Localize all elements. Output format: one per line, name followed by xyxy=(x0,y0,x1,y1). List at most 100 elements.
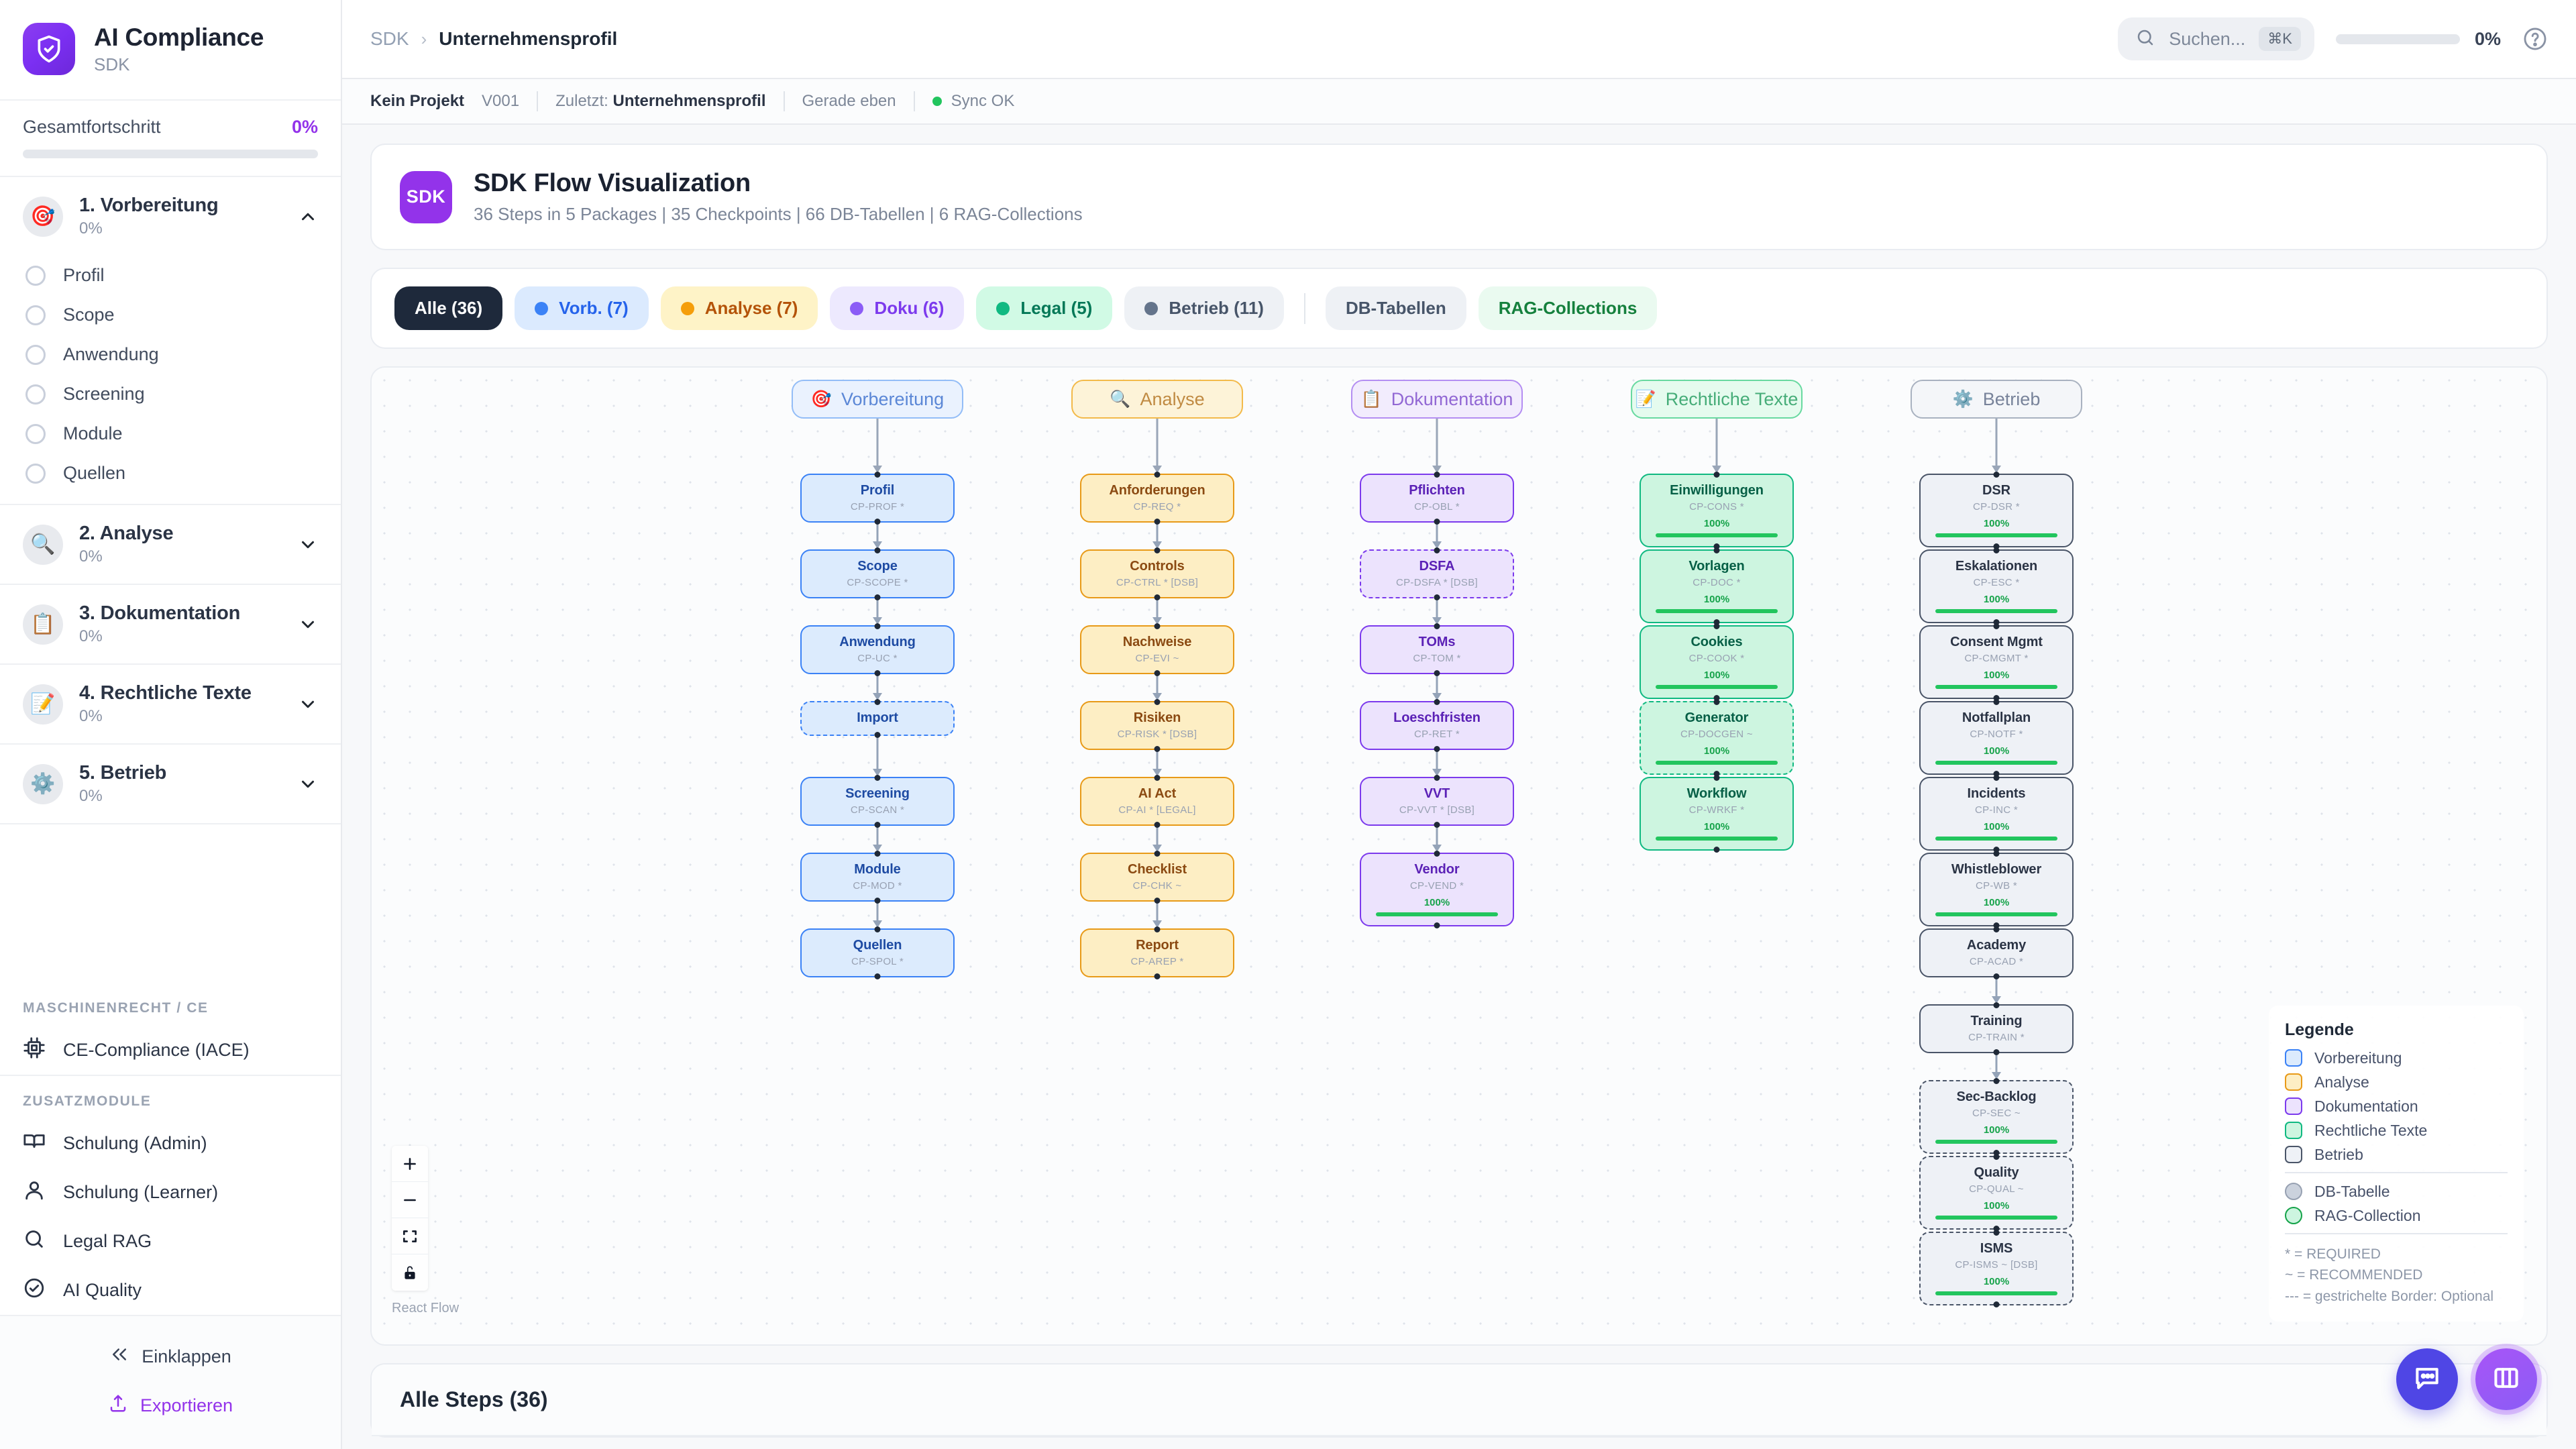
node-handle-bottom[interactable] xyxy=(1154,822,1161,828)
node-handle-bottom[interactable] xyxy=(874,822,881,828)
chevron-down-icon[interactable] xyxy=(298,774,318,794)
node-handle-top[interactable] xyxy=(1713,623,1720,629)
flow-group-header[interactable]: 📋Dokumentation xyxy=(1351,380,1523,419)
node-handle-top[interactable] xyxy=(1434,699,1440,705)
node-handle-top[interactable] xyxy=(1154,775,1161,781)
chevron-down-icon[interactable] xyxy=(298,694,318,714)
node-handle-top[interactable] xyxy=(874,547,881,553)
flow-node[interactable]: Import xyxy=(800,699,955,738)
node-handle-bottom[interactable] xyxy=(874,898,881,904)
node-handle-bottom[interactable] xyxy=(1993,1150,2000,1156)
node-handle-bottom[interactable] xyxy=(1434,670,1440,676)
node-handle-bottom[interactable] xyxy=(1993,619,2000,625)
node-handle-bottom[interactable] xyxy=(1993,695,2000,701)
node-handle-bottom[interactable] xyxy=(1154,898,1161,904)
node-handle-bottom[interactable] xyxy=(874,519,881,525)
export-button[interactable]: Exportieren xyxy=(0,1381,341,1430)
node-handle-top[interactable] xyxy=(1434,623,1440,629)
flow-group-header[interactable]: 🔍Analyse xyxy=(1071,380,1243,419)
step-status-radio[interactable] xyxy=(25,384,46,405)
node-handle-top[interactable] xyxy=(874,472,881,478)
sidebar-step-scope[interactable]: Scope xyxy=(0,295,341,335)
sidebar-item-legal-rag[interactable]: Legal RAG xyxy=(0,1217,341,1266)
node-handle-bottom[interactable] xyxy=(874,670,881,676)
node-handle-top[interactable] xyxy=(1154,851,1161,857)
collapse-sidebar-button[interactable]: Einklappen xyxy=(0,1332,341,1381)
chevron-down-icon[interactable] xyxy=(298,614,318,635)
node-handle-top[interactable] xyxy=(1154,699,1161,705)
filter-chip[interactable]: Analyse (7) xyxy=(660,286,818,330)
node-handle-top[interactable] xyxy=(1434,775,1440,781)
node-handle-bottom[interactable] xyxy=(1434,822,1440,828)
node-handle-bottom[interactable] xyxy=(874,594,881,600)
node-handle-top[interactable] xyxy=(874,851,881,857)
panel-fab[interactable] xyxy=(2475,1348,2537,1410)
search-input[interactable]: Suchen... ⌘K xyxy=(2118,17,2314,60)
node-handle-bottom[interactable] xyxy=(1993,847,2000,853)
node-handle-bottom[interactable] xyxy=(1713,847,1720,853)
node-handle-bottom[interactable] xyxy=(1993,1049,2000,1055)
node-handle-bottom[interactable] xyxy=(1154,973,1161,979)
filter-chip[interactable]: Betrieb (11) xyxy=(1124,286,1284,330)
node-handle-bottom[interactable] xyxy=(1434,594,1440,600)
zoom-in-button[interactable] xyxy=(392,1146,428,1182)
chevron-down-icon[interactable] xyxy=(298,207,318,227)
node-handle-top[interactable] xyxy=(1713,699,1720,705)
node-handle-top[interactable] xyxy=(1993,547,2000,553)
node-handle-bottom[interactable] xyxy=(1993,771,2000,777)
brand-header[interactable]: AI Compliance SDK xyxy=(0,0,341,101)
sidebar-item-ai-quality[interactable]: AI Quality xyxy=(0,1266,341,1315)
node-handle-top[interactable] xyxy=(1993,775,2000,781)
sidebar-item-schulung-learner[interactable]: Schulung (Learner) xyxy=(0,1168,341,1217)
node-handle-bottom[interactable] xyxy=(1434,922,1440,928)
node-handle-top[interactable] xyxy=(1434,472,1440,478)
node-handle-top[interactable] xyxy=(1154,926,1161,932)
lock-button[interactable] xyxy=(392,1254,428,1291)
node-handle-bottom[interactable] xyxy=(1154,594,1161,600)
node-handle-top[interactable] xyxy=(1713,547,1720,553)
node-handle-top[interactable] xyxy=(1993,1002,2000,1008)
chat-fab[interactable] xyxy=(2396,1348,2458,1410)
node-handle-top[interactable] xyxy=(1434,547,1440,553)
sidebar-step-profil[interactable]: Profil xyxy=(0,256,341,295)
node-handle-top[interactable] xyxy=(1993,1230,2000,1236)
node-handle-top[interactable] xyxy=(1993,623,2000,629)
node-handle-bottom[interactable] xyxy=(1993,1301,2000,1307)
node-handle-bottom[interactable] xyxy=(1434,519,1440,525)
filter-chip[interactable]: Alle (36) xyxy=(394,286,503,330)
node-handle-top[interactable] xyxy=(1434,851,1440,857)
fit-view-button[interactable] xyxy=(392,1218,428,1254)
node-handle-bottom[interactable] xyxy=(1993,922,2000,928)
node-handle-top[interactable] xyxy=(874,623,881,629)
step-status-radio[interactable] xyxy=(25,265,46,286)
node-handle-bottom[interactable] xyxy=(1713,695,1720,701)
node-handle-top[interactable] xyxy=(1154,623,1161,629)
flow-group-header[interactable]: 🎯Vorbereitung xyxy=(792,380,963,419)
node-handle-bottom[interactable] xyxy=(1713,543,1720,549)
node-handle-bottom[interactable] xyxy=(1154,519,1161,525)
node-handle-bottom[interactable] xyxy=(874,973,881,979)
